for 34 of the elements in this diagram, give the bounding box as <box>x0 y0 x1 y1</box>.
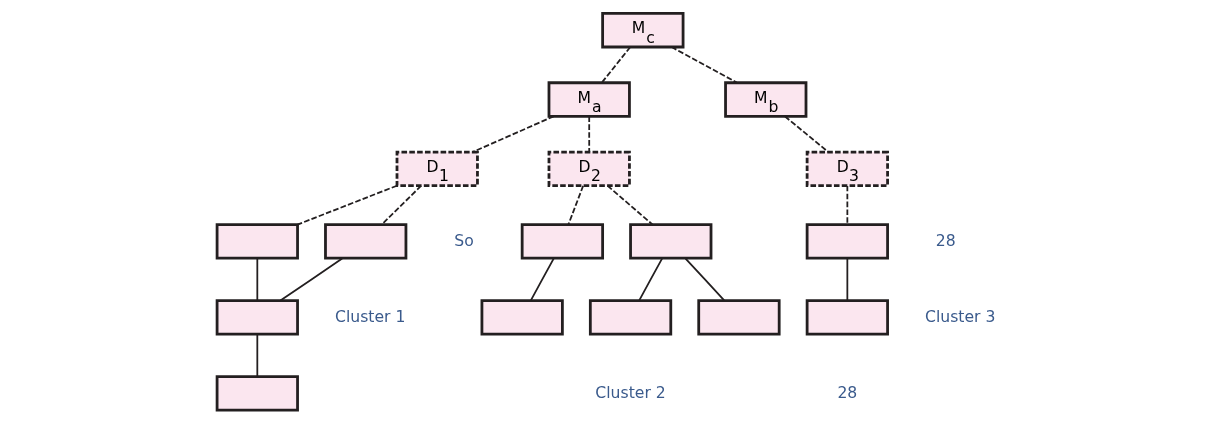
connector <box>567 184 584 225</box>
connector <box>600 45 632 83</box>
connector <box>279 257 344 301</box>
label: Cluster 3 <box>925 306 996 326</box>
connector <box>784 115 830 153</box>
label: So <box>454 230 474 250</box>
connector <box>530 257 555 301</box>
node-box <box>215 374 299 412</box>
connector <box>606 184 654 226</box>
connector <box>381 184 422 225</box>
connector <box>588 115 591 153</box>
node-box <box>588 298 673 336</box>
connector <box>256 333 259 377</box>
connector <box>472 114 555 153</box>
node-box <box>324 222 408 260</box>
connector <box>670 45 738 83</box>
connector <box>296 184 398 225</box>
node-box <box>215 298 299 336</box>
node-box <box>215 222 299 260</box>
node-box <box>697 298 781 336</box>
connector <box>684 257 726 301</box>
connector <box>846 184 849 225</box>
connector <box>638 257 663 301</box>
node-box <box>520 222 604 260</box>
label: Cluster 2 <box>595 382 666 402</box>
connector <box>846 257 849 301</box>
label: 28 <box>935 230 956 250</box>
node-box <box>629 222 713 260</box>
label: 28 <box>837 382 858 402</box>
node-box <box>805 222 889 260</box>
label: Cluster 1 <box>334 306 406 326</box>
node-box <box>805 298 889 336</box>
node-box <box>480 298 564 336</box>
connector <box>256 257 259 301</box>
